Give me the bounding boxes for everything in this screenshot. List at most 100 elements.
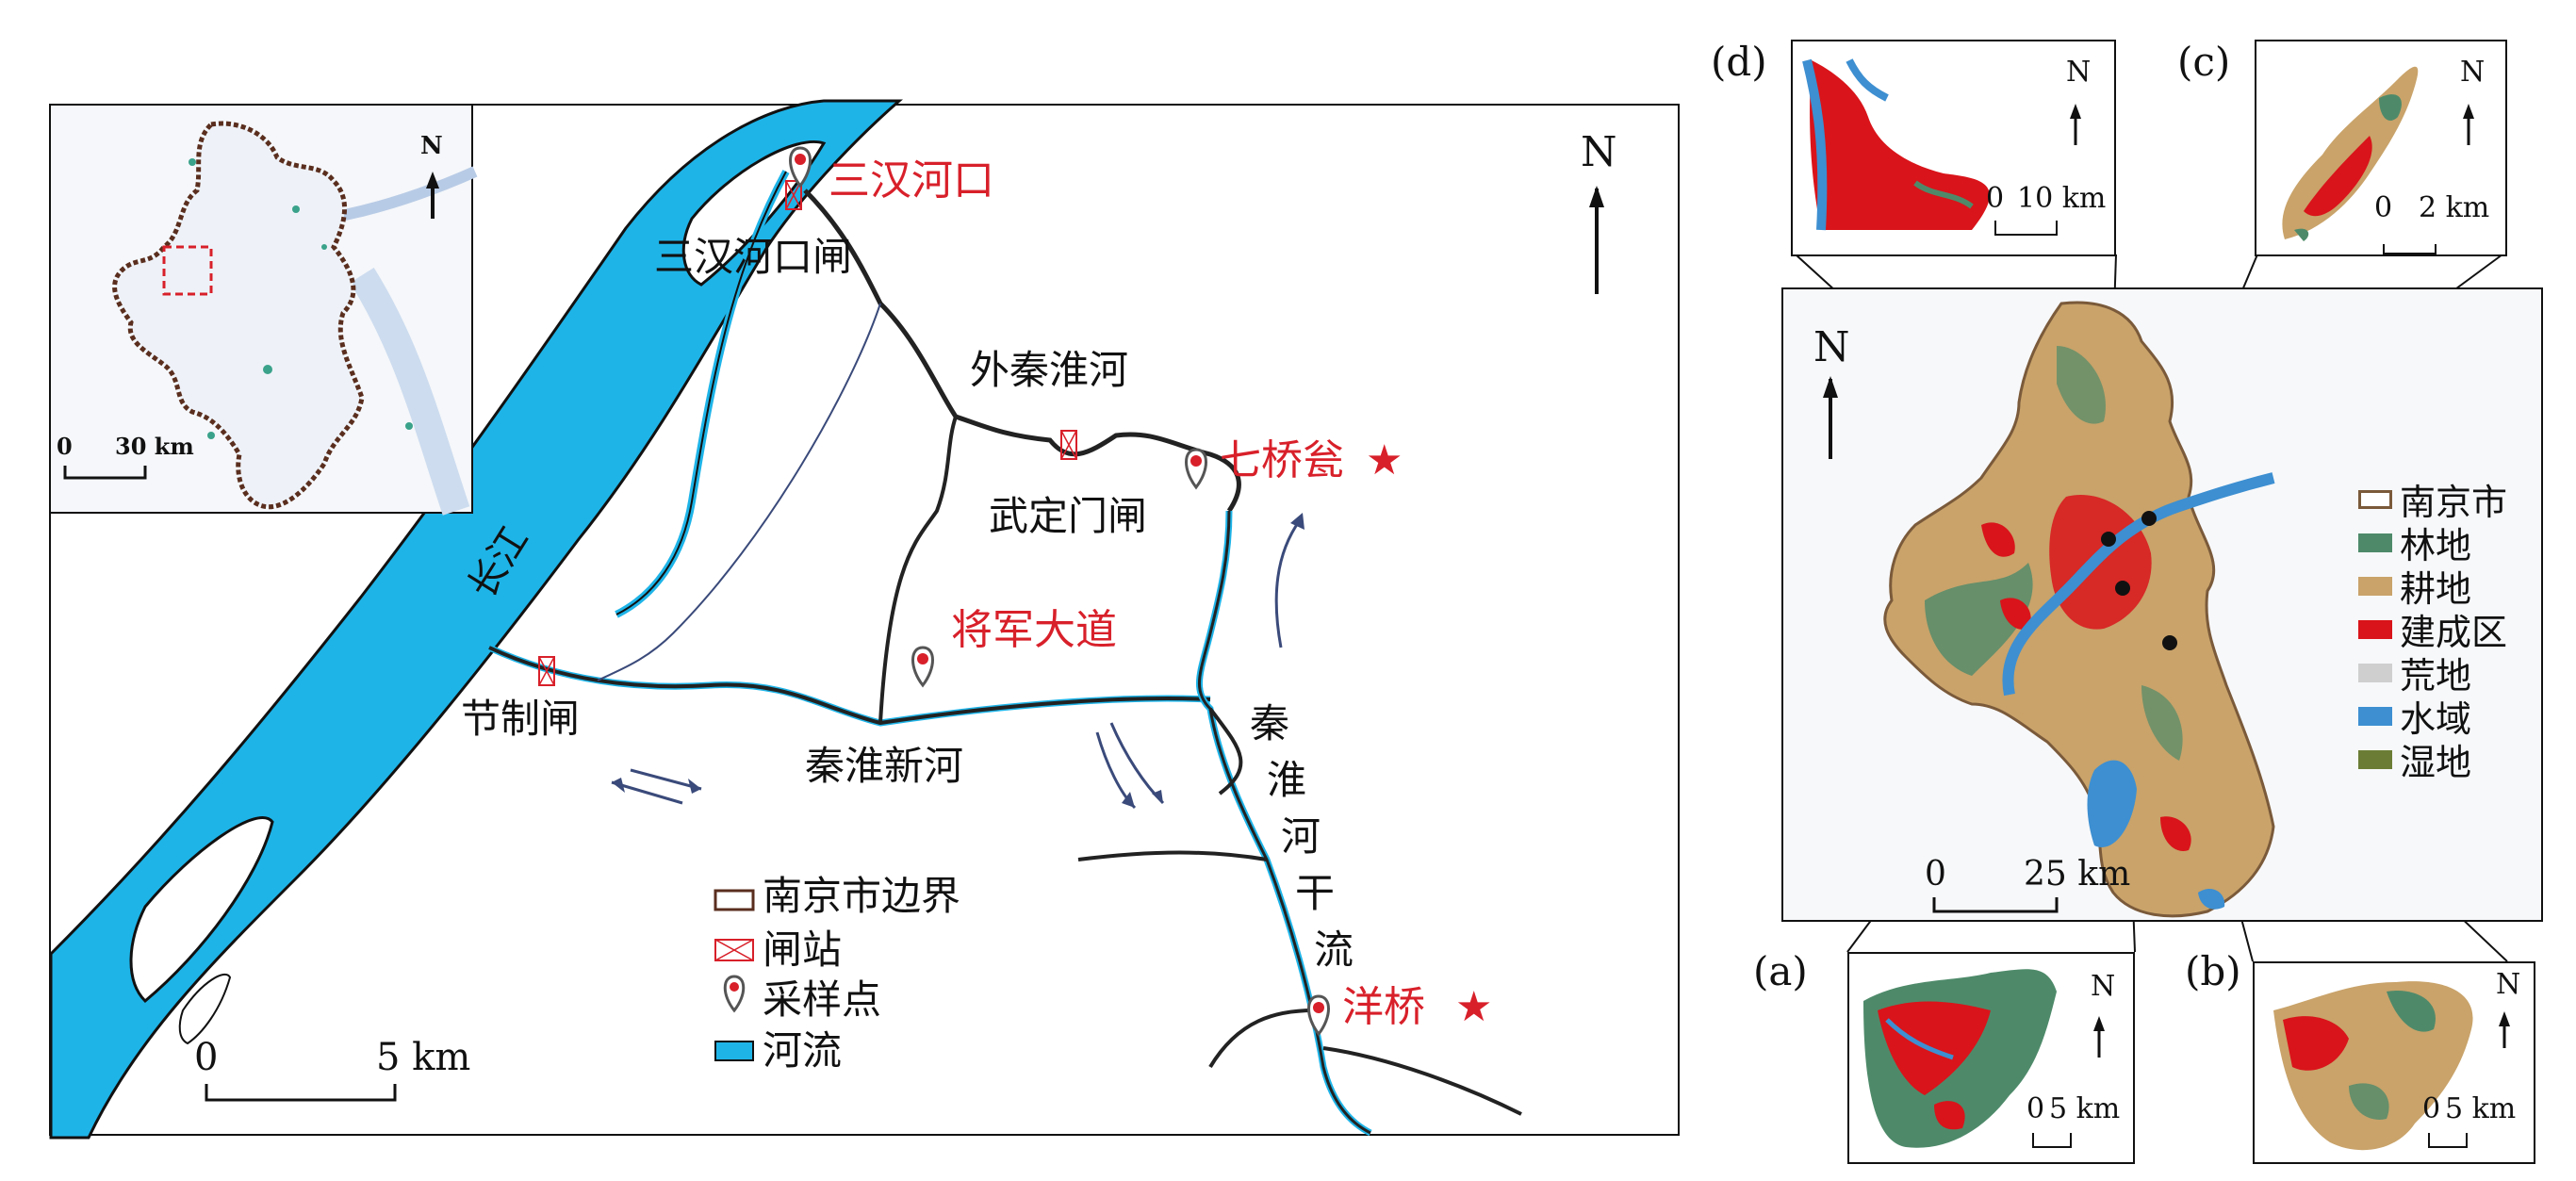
label-qinhuai-main-2: 淮 <box>1267 757 1307 803</box>
left-map-frame: N 0 30 km 三汉河口 三汉河口闸 外秦淮河 七桥瓮 ★ 武定门闸 长江 … <box>49 99 1680 1140</box>
inset-b-scale-end: 5 km <box>2445 1092 2517 1125</box>
inset-scale-start: 0 <box>57 433 73 460</box>
overview-inset: N 0 30 km <box>49 104 478 516</box>
legend-label: 建成区 <box>2400 612 2508 653</box>
river-island-small <box>178 973 232 1045</box>
inset-d-north: N <box>2066 56 2092 89</box>
sample-pin-jiangjun <box>911 646 934 688</box>
legend-label: 耕地 <box>2400 568 2472 610</box>
legend-boundary-swatch <box>714 889 755 911</box>
legend-label: 林地 <box>2400 525 2472 566</box>
legend-swatch <box>2358 489 2392 509</box>
legend-river-label: 河流 <box>763 1027 843 1074</box>
inset-a-north: N <box>2091 970 2116 1003</box>
inset-c-scale-end: 2 km <box>2419 191 2490 224</box>
legend-label: 荒地 <box>2400 655 2472 697</box>
label-wai-qinhuai: 外秦淮河 <box>970 347 1129 393</box>
point-c <box>2141 511 2157 526</box>
label-qinhuai-main-4: 干 <box>1295 870 1336 916</box>
legend-label: 水域 <box>2400 698 2472 740</box>
label-wudingmen-gate: 武定门闸 <box>989 493 1148 539</box>
land-use-north-label: N <box>1813 323 1850 371</box>
inset-d-tag: (d) <box>1711 39 1767 85</box>
flow-arrow-new-river-double <box>1095 722 1165 810</box>
label-qinhuai-main-3: 河 <box>1281 813 1321 860</box>
label-sanchahekou: 三汉河口 <box>829 156 994 205</box>
nanjing-boundary-inset <box>112 121 365 510</box>
legend-gate-swatch <box>714 939 754 961</box>
inset-c-scale-start: 0 <box>2374 191 2393 224</box>
legend-gate-label: 闸站 <box>763 927 843 973</box>
legend-swatch <box>2358 619 2392 639</box>
land-use-scale-start: 0 <box>1925 855 1946 894</box>
label-jiangjun-dadao: 将军大道 <box>951 606 1117 654</box>
legend-item-barren: 荒地 <box>2358 647 2471 698</box>
scale-bar <box>205 1084 397 1102</box>
legend-item-nanjing: 南京市 <box>2358 473 2507 525</box>
gate-marker-wudingmen <box>1060 430 1077 460</box>
legend-item-forest: 林地 <box>2358 517 2471 568</box>
inset-north-label: N <box>420 132 443 160</box>
left-map-canvas <box>49 99 1604 1140</box>
inset-a-tag: (a) <box>1753 948 1808 994</box>
yangtze-river-main <box>2002 472 2275 697</box>
yangtze-river <box>49 99 903 1140</box>
river-island-lower <box>129 816 274 1004</box>
inset-a: N 0 5 km <box>1847 952 2135 1164</box>
scale-end-label: 5 km <box>376 1036 471 1079</box>
inset-c-tag: (c) <box>2177 39 2231 85</box>
legend-swatch <box>2358 576 2392 596</box>
legend-item-water: 水域 <box>2358 690 2471 742</box>
inset-a-scale-end: 5 km <box>2049 1092 2121 1125</box>
legend-swatch <box>2358 706 2392 726</box>
north-label: N <box>1581 128 1617 176</box>
label-qinhuai-main-5: 流 <box>1314 927 1354 973</box>
legend-item-wetland: 湿地 <box>2358 733 2471 785</box>
inset-b-north: N <box>2496 968 2521 1001</box>
inset-d: N 0 10 km <box>1791 40 2116 256</box>
inset-focus-box <box>162 245 213 296</box>
sample-pin-qiqiaoweng <box>1185 448 1207 490</box>
label-sanchahekou-gate: 三汉河口闸 <box>654 234 853 280</box>
legend-boundary-label: 南京市边界 <box>763 873 961 919</box>
inset-c-canvas <box>2282 66 2474 254</box>
inset-a-canvas <box>1863 969 2105 1148</box>
star-yangqiao: ★ <box>1455 983 1493 1031</box>
inset-b-tag: (b) <box>2185 948 2241 994</box>
star-qiqiaoweng: ★ <box>1366 436 1403 484</box>
flow-arrow-qinhuai-up <box>1274 519 1302 648</box>
land-use-map-canvas <box>1823 301 2275 918</box>
inset-b-canvas <box>2273 981 2510 1151</box>
scale-start-label: 0 <box>194 1036 219 1079</box>
legend-swatch <box>2358 663 2392 682</box>
legend-label: 南京市 <box>2400 482 2508 523</box>
label-qiqiaoweng: 七桥瓮 <box>1220 436 1344 484</box>
legend-swatch <box>2358 749 2392 769</box>
point-b <box>2162 635 2177 650</box>
inset-scale-end: 30 km <box>115 433 194 460</box>
outer-qinhuai-river <box>803 189 1241 513</box>
legend-item-cropland: 耕地 <box>2358 560 2471 612</box>
legend-sample-label: 采样点 <box>763 976 882 1023</box>
inset-d-scale-start: 0 <box>1986 182 2005 215</box>
land-use-map-frame: N 0 25 km 南京市 林地 耕地 建成区 荒地 水域 湿地 <box>1781 287 2543 922</box>
point-a <box>2115 581 2130 596</box>
label-qinhuai-main-1: 秦 <box>1250 700 1290 746</box>
label-yangqiao: 洋桥 <box>1342 983 1425 1031</box>
inset-a-scale-start: 0 <box>2026 1092 2045 1125</box>
inset-c: N 0 2 km <box>2255 40 2507 256</box>
inset-d-scale-end: 10 km <box>2017 182 2107 215</box>
label-jiezhi-gate: 节制闸 <box>461 696 581 742</box>
flow-arrow-jiezhi-double <box>611 768 702 805</box>
overview-inset-canvas <box>63 121 478 516</box>
legend-sample-swatch <box>723 975 746 1013</box>
legend-swatch <box>2358 533 2392 552</box>
label-qinhuai-xinhe: 秦淮新河 <box>805 743 964 789</box>
gate-marker-jiezhi <box>538 656 555 686</box>
legend-label: 湿地 <box>2400 742 2472 783</box>
inset-b-scale-start: 0 <box>2422 1092 2441 1125</box>
land-use-scale-end: 25 km <box>2024 855 2131 894</box>
sample-pin-sanchahekou <box>789 146 812 189</box>
sample-pin-yangqiao <box>1307 994 1330 1037</box>
legend-item-built-up: 建成区 <box>2358 603 2507 655</box>
